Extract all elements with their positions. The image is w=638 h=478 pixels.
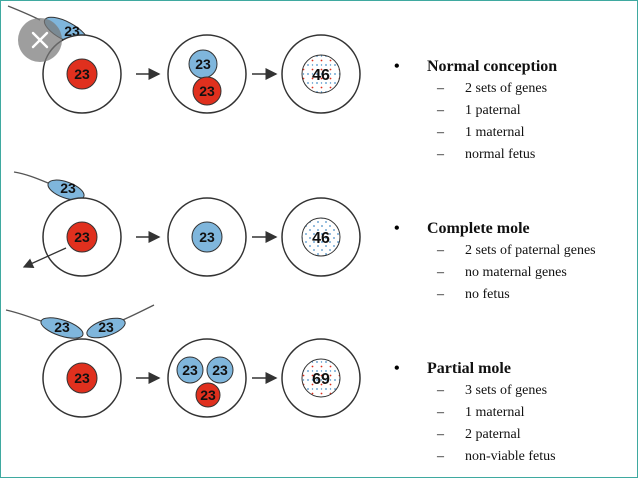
- list-item: 3 sets of genes: [465, 383, 548, 398]
- paternal-label: 23: [199, 229, 215, 245]
- paternal-label: 23: [182, 362, 198, 378]
- maternal-nucleus: [195, 382, 221, 408]
- list-item: 2 sets of genes: [465, 81, 548, 96]
- paternal-label: 23: [212, 362, 228, 378]
- list-item: 1 paternal: [465, 103, 521, 118]
- sperm-tail: [5, 309, 45, 323]
- close-button[interactable]: [18, 18, 62, 62]
- dash: –: [437, 81, 444, 96]
- close-icon: [31, 31, 49, 49]
- egg-label: 23: [74, 370, 90, 386]
- list-item: 1 maternal: [465, 125, 525, 140]
- sperm-head: [86, 317, 126, 339]
- result-label: 46: [312, 67, 330, 84]
- sperm-head: [40, 317, 84, 339]
- bullet: •: [394, 360, 400, 377]
- maternal-label: 23: [199, 83, 215, 99]
- maternal-nucleus: [192, 76, 222, 106]
- diploid-nucleus: [301, 54, 341, 94]
- row-partial-mole: 23 23 23 23 23 23 69: [5, 304, 361, 418]
- egg-label: 23: [74, 229, 90, 245]
- row-complete-mole: 23 23 23 46: [13, 171, 361, 277]
- dash: –: [437, 265, 444, 280]
- maternal-nucleus: [66, 362, 98, 394]
- maternal-label: 23: [200, 387, 216, 403]
- dash: –: [437, 427, 444, 442]
- heading: Partial mole: [427, 360, 511, 377]
- dash: –: [437, 383, 444, 398]
- paternal-nucleus: [176, 356, 204, 384]
- row-normal-conception: 23 23 23 23 46: [7, 5, 361, 114]
- list-item: normal fetus: [465, 147, 536, 162]
- dash: –: [437, 103, 444, 118]
- result-label: 69: [312, 371, 330, 388]
- list-item: 2 paternal: [465, 427, 521, 442]
- sperm-label: 23: [60, 180, 76, 196]
- dash: –: [437, 449, 444, 464]
- list-item: no maternal genes: [465, 265, 567, 280]
- heading: Complete mole: [427, 220, 530, 237]
- maternal-nucleus: [66, 221, 98, 253]
- dash: –: [437, 147, 444, 162]
- dash: –: [437, 243, 444, 258]
- triploid-nucleus: [301, 358, 341, 398]
- egg-label: 23: [74, 66, 90, 82]
- list-item: 1 maternal: [465, 405, 525, 420]
- result-label: 46: [312, 230, 330, 247]
- paternal-nucleus: [191, 221, 223, 253]
- sperm-head: [47, 179, 85, 201]
- paternal-label: 23: [195, 56, 211, 72]
- list-item: non-viable fetus: [465, 449, 556, 464]
- sperm-label: 23: [54, 319, 70, 335]
- list-item: no fetus: [465, 287, 510, 302]
- diploid-nucleus: [301, 217, 341, 257]
- heading: Normal conception: [427, 58, 558, 75]
- dash: –: [437, 405, 444, 420]
- dash: –: [437, 287, 444, 302]
- sperm-label: 23: [98, 319, 114, 335]
- maternal-nucleus: [66, 58, 98, 90]
- expulsion-arrow: [22, 247, 67, 268]
- bullet: •: [394, 220, 400, 237]
- bullet: •: [394, 58, 400, 75]
- paternal-nucleus: [206, 356, 234, 384]
- list-item: 2 sets of paternal genes: [465, 243, 596, 258]
- dash: –: [437, 125, 444, 140]
- sperm-tail: [13, 171, 49, 184]
